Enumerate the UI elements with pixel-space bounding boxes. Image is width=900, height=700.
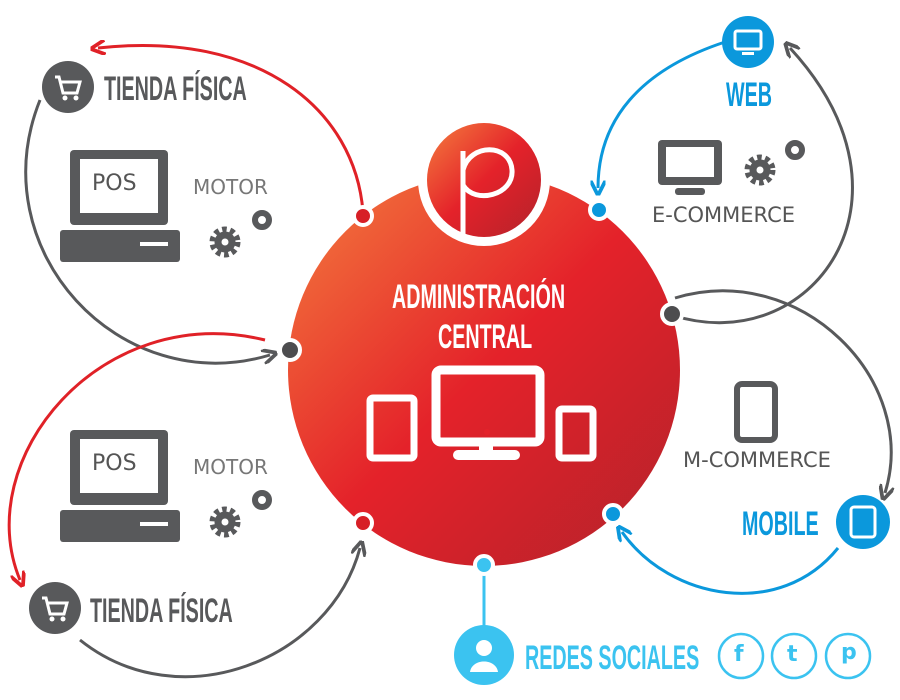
pos-terminal-icon — [60, 150, 180, 262]
motor-label: MOTOR — [193, 455, 268, 479]
gears-icon — [209, 210, 272, 258]
mcommerce-label: M-COMMERCE — [683, 448, 831, 472]
monitor-icon — [658, 140, 722, 195]
arc-gray-bottom-left — [79, 548, 360, 679]
logo-p-bowl — [460, 147, 515, 199]
arc-red-top-left — [98, 45, 365, 213]
logo-circle — [427, 123, 541, 237]
arc-gray-mobile — [674, 289, 891, 493]
arc-gray-top-left — [24, 99, 270, 365]
arc-blue-mobile — [622, 532, 840, 595]
center-subtitle: CENTRAL — [438, 318, 533, 356]
pinterest-icon[interactable]: p — [841, 640, 857, 665]
gears-icon — [744, 140, 805, 186]
mobile-icon — [836, 495, 890, 549]
node-dot — [602, 503, 624, 525]
store-label: TIENDA FÍSICA — [90, 592, 233, 630]
social-label: REDES SOCIALES — [525, 639, 700, 677]
pos-label: POS — [92, 451, 137, 476]
center-title: ADMINISTRACIÓN — [392, 278, 566, 316]
node-dot — [588, 199, 610, 221]
facebook-circle — [717, 632, 765, 680]
cart-icon — [42, 61, 94, 113]
node-dot — [473, 554, 495, 576]
node-dot — [352, 205, 374, 227]
user-icon — [454, 625, 514, 685]
twitter-icon[interactable]: t — [787, 642, 798, 667]
facebook-icon[interactable]: f — [734, 642, 744, 667]
cart-icon — [29, 582, 81, 634]
ecommerce-label: E-COMMERCE — [652, 203, 796, 227]
gears-icon — [209, 490, 272, 538]
web-icon — [722, 16, 774, 68]
phone-icon — [734, 381, 778, 443]
twitter-circle — [770, 632, 818, 680]
node-dot — [660, 302, 684, 326]
arc-blue-web — [598, 40, 726, 188]
web-label: WEB — [726, 76, 773, 114]
pos-terminal-icon — [60, 430, 180, 542]
motor-label: MOTOR — [193, 175, 268, 199]
arc-gray-web — [671, 48, 854, 325]
node-dot — [278, 338, 302, 362]
mobile-label: MOBILE — [742, 505, 819, 543]
pinterest-circle — [824, 632, 872, 680]
store-label: TIENDA FÍSICA — [104, 70, 247, 108]
node-dot — [352, 512, 374, 534]
pos-label: POS — [92, 171, 137, 196]
arc-red-bottom-left — [7, 332, 266, 580]
